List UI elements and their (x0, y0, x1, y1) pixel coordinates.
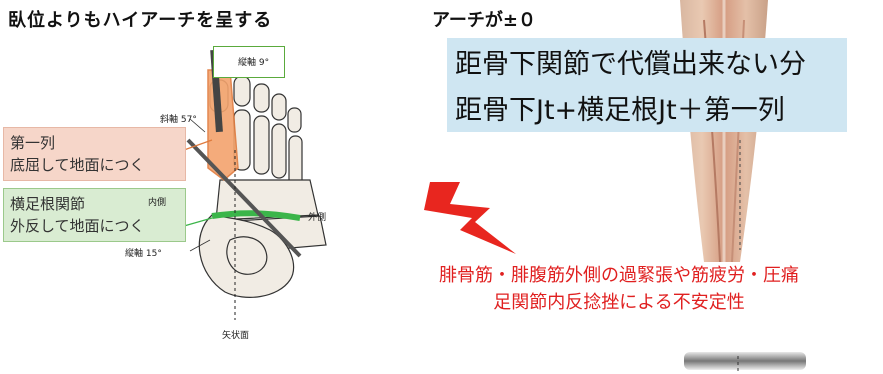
medial-tag: 内側 (148, 198, 167, 208)
compensation-line-1: 距骨下関節で代償出来ない分 (455, 49, 806, 80)
transverse-tarsal-title: 横足根関節 (10, 195, 86, 213)
lightning-icon (424, 182, 516, 254)
symptom-text: 腓骨筋・腓腹筋外側の過緊張や筋疲労・圧痛 足関節内反捻挫による不安定性 (358, 262, 880, 316)
left-title: 臥位よりもハイアーチを呈する (8, 10, 273, 31)
foot-bones-illustration (183, 49, 327, 320)
oblique-axis-label: 斜軸 57° (160, 115, 197, 125)
first-ray-title: 第一列 (10, 134, 56, 152)
transverse-tarsal-box: 横足根関節 内側 外反して地面につく (3, 188, 186, 242)
compensation-box (447, 38, 847, 132)
vertical-axis-9-label: 縦軸 9° (238, 58, 270, 68)
lateral-label: 外側 (308, 213, 327, 223)
vertical-axis-9-box (213, 46, 285, 78)
first-ray-box: 第一列 底屈して地面につく (3, 127, 186, 181)
first-ray-desc: 底屈して地面につく (10, 156, 145, 174)
transverse-tarsal-desc: 外反して地面につく (10, 217, 145, 235)
compensation-line-2: 距骨下Jt+横足根Jt＋第一列 (455, 95, 785, 126)
symptom-line-1: 腓骨筋・腓腹筋外側の過緊張や筋疲労・圧痛 (439, 265, 799, 286)
sagittal-plane-label: 矢状面 (222, 331, 250, 341)
vertical-axis-15-label: 縦軸 15° (125, 249, 162, 259)
symptom-line-2: 足関節内反捻挫による不安定性 (493, 292, 745, 313)
right-title: アーチが±０ (432, 10, 537, 31)
